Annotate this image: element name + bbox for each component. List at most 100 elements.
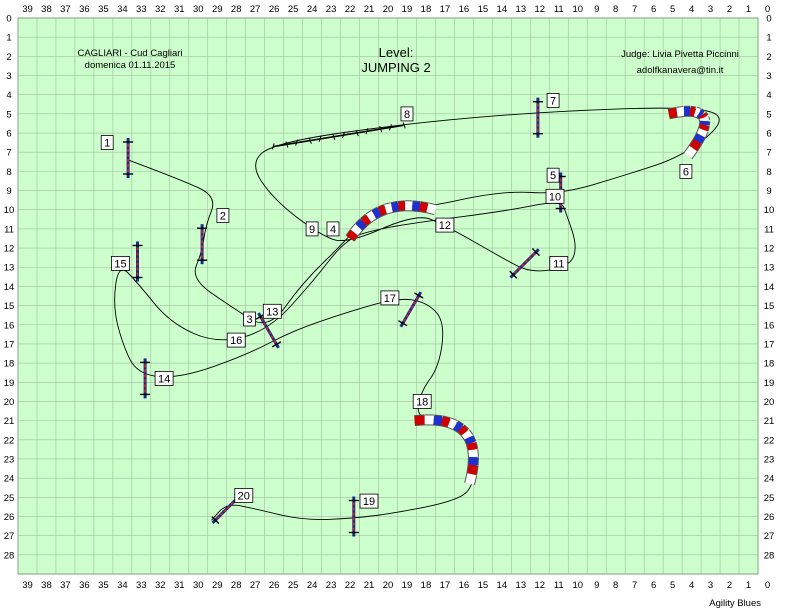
weave-pole <box>271 143 275 150</box>
y-tick-label: 0 <box>6 14 11 25</box>
y-tick-label: 22 <box>4 435 15 446</box>
y-tick-label: 1 <box>766 33 771 44</box>
hurdle-wing <box>531 248 540 257</box>
x-tick-label: 30 <box>193 4 204 15</box>
tunnel-segment <box>467 464 478 475</box>
number-text: 16 <box>230 335 242 347</box>
x-tick-label: 8 <box>613 4 618 15</box>
x-tick-label: 14 <box>497 4 508 15</box>
brand-footer: Agility Blues <box>709 598 761 609</box>
y-tick-label: 25 <box>4 493 15 504</box>
x-tick-label: 19 <box>402 4 413 15</box>
x-tick-label: 31 <box>174 4 185 15</box>
hurdle-17 <box>398 291 424 328</box>
obstacle-number-20: 20 <box>234 487 254 503</box>
obstacle-number-1: 1 <box>100 135 114 151</box>
tunnel-segment <box>398 201 406 211</box>
number-box <box>154 370 174 386</box>
x-tick-label: 10 <box>572 4 583 15</box>
x-tick-label: 32 <box>155 4 166 15</box>
number-box <box>262 303 282 319</box>
tunnel-segment <box>378 205 388 216</box>
obstacle-number-7: 7 <box>546 93 560 108</box>
x-tick-label: 27 <box>250 4 261 15</box>
number-text: 3 <box>246 314 252 326</box>
x-tick-label: 12 <box>535 4 546 15</box>
event-title: CAGLIARI - Cud Cagliari <box>77 48 182 59</box>
number-box <box>549 255 569 271</box>
obstacle-number-18: 18 <box>412 393 432 409</box>
y-tick-label: 21 <box>764 416 775 427</box>
number-text: 8 <box>404 109 410 121</box>
hurdle-1 <box>123 138 134 178</box>
tunnel-segment <box>447 418 458 430</box>
x-tick-label: 14 <box>497 580 508 591</box>
y-tick-label: 1 <box>6 33 11 44</box>
x-tick-label: 6 <box>651 4 656 15</box>
number-box <box>359 493 379 509</box>
weave-pole <box>295 139 299 146</box>
y-tick-label: 15 <box>764 301 775 312</box>
grid-lines <box>17 17 759 575</box>
y-tick-label: 21 <box>4 416 15 427</box>
number-box <box>305 221 319 237</box>
handler-path <box>114 107 720 521</box>
obstacle-number-11: 11 <box>549 255 569 271</box>
obstacle-number-16: 16 <box>226 332 246 348</box>
obstacle-number-5: 5 <box>546 167 560 183</box>
y-tick-label: 9 <box>6 186 11 197</box>
obstacle-number-3: 3 <box>243 311 256 327</box>
x-tick-label: 24 <box>307 580 318 591</box>
x-tick-label: 26 <box>269 4 280 15</box>
y-tick-label: 2 <box>766 52 771 63</box>
x-tick-label: 21 <box>364 4 375 15</box>
x-tick-label: 37 <box>60 580 71 591</box>
y-tick-label: 9 <box>766 186 771 197</box>
x-tick-label: 7 <box>632 580 637 591</box>
weave-pole <box>355 129 359 137</box>
y-tick-label: 12 <box>764 244 775 255</box>
x-tick-label: 16 <box>459 4 470 15</box>
x-tick-label: 34 <box>117 580 128 591</box>
tunnel-segment <box>698 112 708 121</box>
tunnel-segment <box>676 106 685 117</box>
y-tick-label: 4 <box>766 90 771 101</box>
number-box <box>111 255 130 271</box>
tunnel-segment <box>384 203 394 214</box>
number-text: 19 <box>363 496 375 508</box>
x-tick-label: 27 <box>250 580 261 591</box>
weave-pole <box>402 122 406 129</box>
x-tick-label: 32 <box>155 580 166 591</box>
number-box <box>545 188 565 204</box>
level-value: JUMPING 2 <box>361 60 430 75</box>
tunnel-segment <box>360 214 372 226</box>
tunnel-segment <box>698 124 709 131</box>
x-tick-label: 25 <box>288 580 299 591</box>
y-tick-label: 17 <box>764 339 775 350</box>
y-tick-label: 3 <box>6 71 11 82</box>
hurdle-wing <box>271 341 282 348</box>
x-tick-label: 5 <box>670 580 675 591</box>
tunnel-18 <box>414 414 479 486</box>
number-box <box>326 221 340 237</box>
tunnel-segment <box>684 145 697 159</box>
number-text: 11 <box>553 258 564 270</box>
x-tick-label: 9 <box>594 580 599 591</box>
number-box <box>400 106 414 122</box>
obstacle-number-8: 8 <box>400 106 414 122</box>
x-tick-label: 37 <box>60 4 71 15</box>
x-tick-label: 6 <box>651 580 656 591</box>
hurdle-wing <box>414 292 424 299</box>
y-tick-label: 10 <box>764 205 775 216</box>
x-tick-label: 23 <box>326 4 337 15</box>
tunnel-segment <box>414 415 426 426</box>
tunnel-segment <box>465 473 477 485</box>
number-box <box>226 332 246 348</box>
x-tick-label: 35 <box>98 4 109 15</box>
number-text: 13 <box>266 306 278 318</box>
tunnel-segment <box>426 203 437 215</box>
y-tick-label: 7 <box>766 148 771 159</box>
x-tick-label: 10 <box>572 580 583 591</box>
y-axis-labels-left: 0123456789101112131415161718192021222324… <box>4 14 15 562</box>
